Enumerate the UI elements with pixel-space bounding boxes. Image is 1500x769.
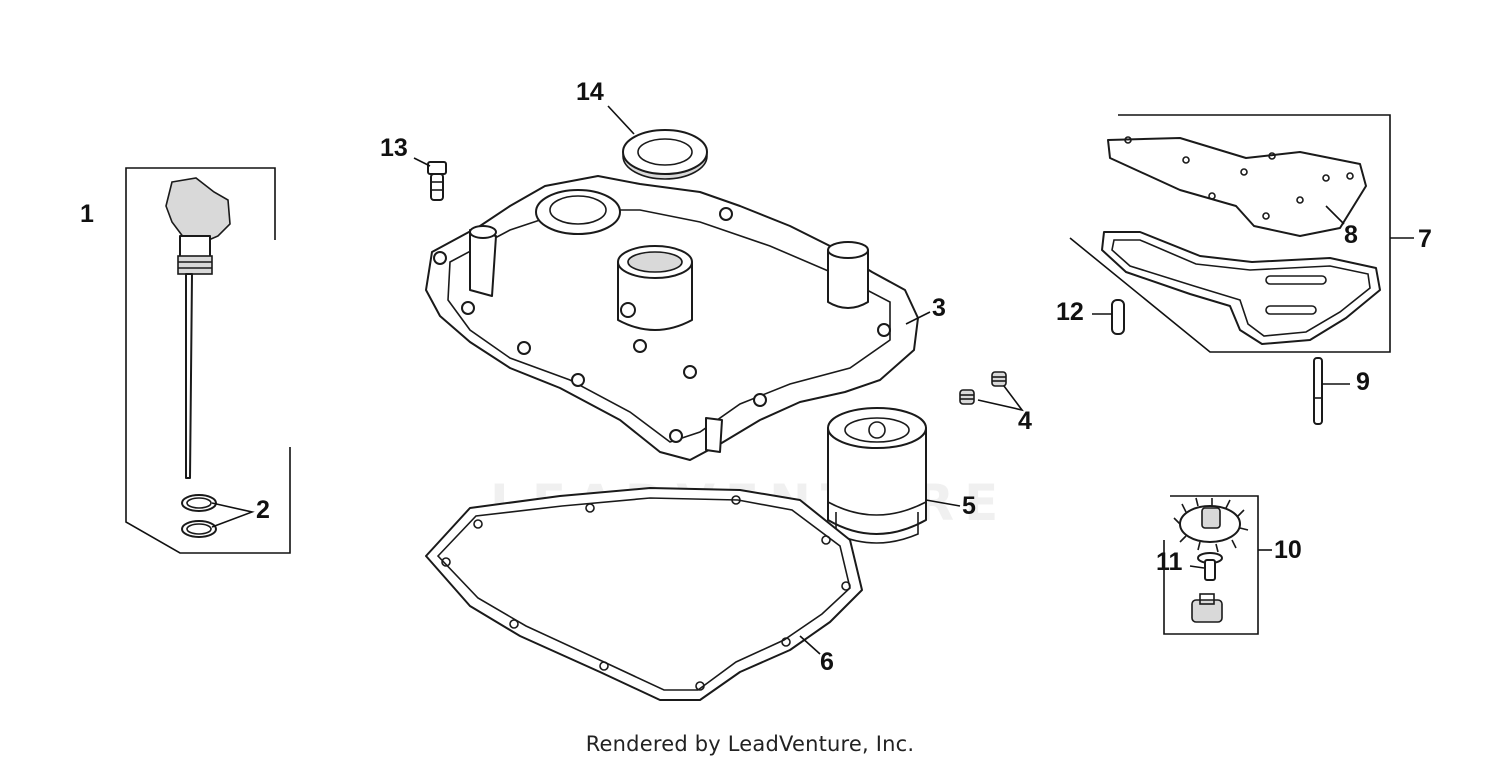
callout-3: 3 [932,294,946,322]
pump-rotor [1191,599,1223,623]
plate-lower [1101,231,1381,345]
oil-pump-group-10 [1163,495,1272,635]
plugs-4 [959,371,1024,412]
group-bracket-1 [125,167,291,554]
bearing-tower [617,261,693,331]
callout-9: 9 [1356,368,1370,396]
front-post [705,417,723,453]
callout-12: 12 [1056,298,1084,326]
callout-13: 13 [380,134,408,162]
left-post [469,229,497,297]
callout-8: 8 [1344,221,1358,249]
bolt-13 [413,157,447,201]
shaft-9 [1313,357,1350,425]
dipstick-cap [179,235,211,259]
oil-filter-5 [827,407,961,544]
plate-8 [1107,137,1367,237]
callout-10: 10 [1274,536,1302,564]
callout-14: 14 [576,78,604,106]
callout-11: 11 [1156,548,1183,576]
filter-adaptor [827,249,869,309]
callout-2: 2 [256,496,270,524]
plate-group-7 [1069,114,1414,353]
footer-credit: Rendered by LeadVenture, Inc. [585,732,915,756]
cover-inner-rim [447,209,891,443]
callout-6: 6 [820,648,834,676]
callout-4: 4 [1018,407,1032,435]
pin-12 [1092,299,1125,335]
dipstick-rod [185,273,193,479]
dipstick-group [125,167,291,554]
crankcase-cover-3 [425,175,931,461]
callout-7: 7 [1418,225,1432,253]
dipstick-thread [177,255,213,275]
callout-1: 1 [80,200,94,228]
callout-5: 5 [962,492,976,520]
dipstick-handle [165,177,231,243]
gasket-6 [425,487,863,701]
oil-seal-14 [607,105,708,180]
